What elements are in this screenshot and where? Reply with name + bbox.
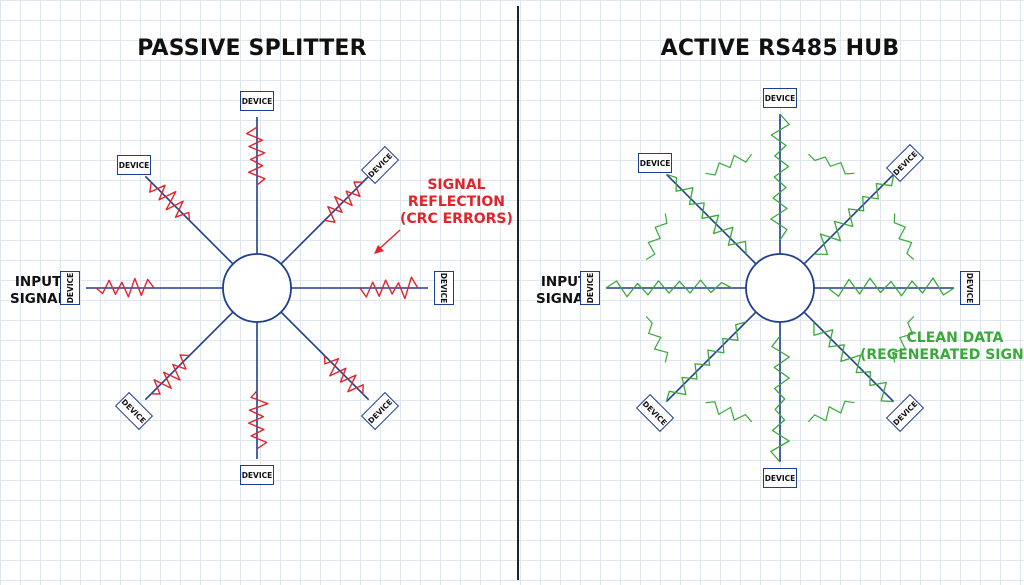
hub-circle-active (745, 253, 815, 323)
clean-wave-top-left (666, 173, 747, 255)
hub-circle-passive (222, 253, 292, 323)
clean-ring-segment-1 (893, 213, 915, 261)
device-label: DEVICE (65, 272, 75, 304)
panel-divider (517, 6, 519, 580)
device-active-right: DEVICE (960, 271, 980, 305)
clean-ring-segment-6 (645, 213, 668, 261)
device-active-bottom: DEVICE (763, 468, 797, 488)
clean-ring-segment-4 (705, 401, 753, 423)
device-passive-right: DEVICE (434, 271, 454, 305)
reflection-wave-top-right (324, 181, 363, 223)
clean-wave-right (827, 277, 955, 297)
clean-ring-segment-7 (705, 153, 753, 176)
clean-wave-bottom-left (665, 321, 747, 402)
device-passive-top-left: DEVICE (117, 155, 152, 176)
reflection-annotation: SIGNAL REFLECTION (CRC ERRORS) (400, 177, 513, 227)
device-label: DEVICE (965, 272, 975, 304)
clean-wave-bottom-right (813, 321, 894, 403)
reflection-wave-bottom-right (323, 355, 364, 394)
device-label: DEVICE (585, 272, 595, 304)
device-passive-bottom: DEVICE (240, 465, 274, 485)
clean-ring-segment-3 (807, 400, 855, 423)
reflection-wave-top (246, 126, 266, 186)
reflection-arrow-head (374, 245, 384, 254)
device-label: DEVICE (118, 160, 150, 170)
clean-wave-left (605, 279, 733, 298)
panel-title-passive: PASSIVE SPLITTER (137, 36, 367, 61)
device-active-top-left: DEVICE (638, 153, 673, 174)
device-label: DEVICE (241, 96, 273, 106)
device-label: DEVICE (241, 470, 273, 480)
clean-wave-bottom (770, 335, 790, 463)
device-label: DEVICE (439, 272, 449, 304)
device-label: DEVICE (639, 158, 671, 168)
panel-title-active: ACTIVE RS485 HUB (660, 36, 900, 61)
clean-wave-top (770, 113, 790, 241)
clean-ring-segment-5 (645, 316, 669, 363)
device-active-left: DEVICE (580, 271, 600, 305)
clean-ring-segment-0 (807, 153, 855, 175)
device-label: DEVICE (764, 93, 796, 103)
reflection-arrow (377, 229, 401, 251)
clean-wave-top-right (813, 174, 895, 256)
clean-ring-segment-2 (892, 315, 915, 363)
reflection-wave-left (95, 277, 155, 298)
device-passive-left: DEVICE (60, 271, 80, 305)
reflection-wave-right (359, 276, 419, 300)
device-label: DEVICE (764, 473, 796, 483)
device-active-top: DEVICE (763, 88, 797, 108)
spoke-active-bottom-right (803, 311, 895, 403)
reflection-wave-top-left (149, 182, 191, 221)
reflection-wave-bottom (248, 390, 269, 450)
reflection-wave-bottom-left (151, 354, 190, 395)
spoke-active-top-right (803, 173, 895, 265)
clean-data-annotation: CLEAN DATA (REGENERATED SIGNAL) (860, 330, 1024, 363)
spoke-active-bottom-left (665, 311, 757, 403)
spoke-active-top-left (665, 173, 757, 265)
device-passive-top: DEVICE (240, 91, 274, 111)
